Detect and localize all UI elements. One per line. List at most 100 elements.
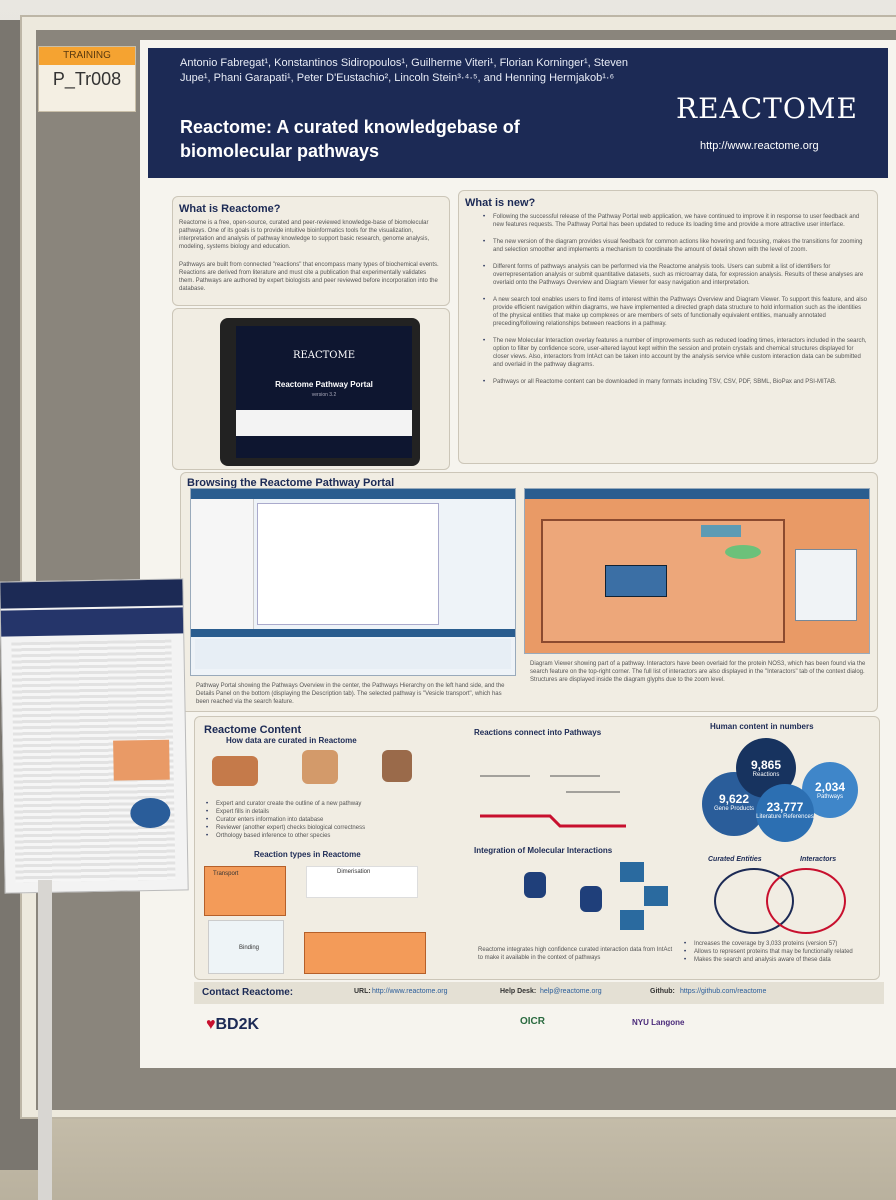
selected-complex [605,565,667,597]
tablet-version: version 3.2 [311,392,337,398]
stat-number: 9,865 [750,758,782,772]
hierarchy-panel [191,499,254,629]
small-molecule [725,545,761,559]
contact-url-link[interactable]: http://www.reactome.org [372,988,448,995]
binding-label: Binding [239,945,260,951]
stat-gene-products: 9,622 Gene Products [702,772,766,836]
stat-label: Literature References [756,814,814,820]
screenshot-toolbar [191,489,515,499]
poster-header [148,48,888,178]
stat-number: 2,034 [814,780,846,794]
whats-new-section: What is new? Following the successful re… [458,190,878,464]
contact-github-label: Github: [650,988,675,995]
search-icon [620,862,644,882]
dimerisation-diagram: Dimerisation [306,866,418,898]
database-icon [524,872,546,898]
what-is-paragraph-2: Pathways are built from connected "react… [179,262,439,292]
tablet-logo: REACTOME [292,350,356,361]
contact-bar: Contact Reactome: URL: http://www.reacto… [194,982,884,1004]
contact-label: Contact Reactome: [202,987,294,998]
contact-help-label: Help Desk: [500,988,537,995]
overview-panel [257,503,439,625]
tag-category: TRAINING [39,47,135,65]
stat-label: Pathways [816,794,843,800]
curation-step: Expert fills in details [206,808,426,816]
venn-bullet: Increases the coverage by 3,033 proteins… [684,940,874,948]
details-tabs [191,629,515,637]
reviewer-illustration [382,750,412,782]
expert-illustration [212,756,258,786]
dimerisation-label: Dimerisation [337,869,371,875]
diagram-caption: Diagram Viewer showing part of a pathway… [530,661,866,683]
heart-icon: ♥ [206,1016,216,1033]
database-icon [580,886,602,912]
poster-id-tag: TRAINING P_Tr008 [38,46,136,112]
integration-caption: Reactome integrates high confidence cura… [478,947,673,961]
how-curated-title: How data are curated in Reactome [226,736,357,745]
contact-github-link[interactable]: https://github.com/reactome [680,988,767,995]
author-list: Antonio Fabregat¹, Konstantinos Sidiropo… [180,57,628,84]
stat-label: Gene Products [713,806,755,812]
protein-node [701,525,741,537]
venn-bullet: Makes the search and analysis aware of t… [684,956,874,964]
interactors-dialog [795,549,857,621]
venn-bullet: Allows to represent proteins that may be… [684,948,874,956]
browsing-title: Browsing the Reactome Pathway Portal [187,477,395,489]
tablet-screen [236,326,412,458]
chart-icon [644,886,668,906]
diagram-toolbar [525,489,869,499]
venn-bullets: Increases the coverage by 3,033 proteins… [684,940,874,964]
details-panel [195,639,511,669]
poster-title: Reactome: A curated knowledgebase of bio… [180,117,520,161]
human-content-title: Human content in numbers [710,722,814,731]
diagram-screenshot [524,488,870,654]
curation-step: Reviewer (another expert) checks biologi… [206,824,426,832]
venn-circle-interactors [766,868,846,934]
what-is-section: What is Reactome? Reactome is a free, op… [172,196,450,306]
curation-step: Orthology based inference to other speci… [206,832,426,840]
pathway-arrow [480,814,626,828]
venn-label-curated: Curated Entities [708,856,762,863]
complex-reaction-diagram [304,932,426,974]
tag-id: P_Tr008 [52,69,122,89]
content-title: Reactome Content [204,724,302,736]
curation-step: Expert and curator create the outline of… [206,800,426,808]
reactions-diagram [480,775,626,828]
contact-url-label: URL: [354,988,371,995]
bd2k-logo: ♥BD2K [206,1016,259,1034]
whats-new-title: What is new? [465,197,536,209]
stat-label: Reactions [752,772,780,778]
handout-header-2 [0,607,184,637]
handout-header [0,579,183,609]
whats-new-list: Following the successful release of the … [483,213,867,386]
reactome-logo: REACTOME [676,92,858,125]
stats-bubbles: 9,622 Gene Products 9,865 Reactions 2,03… [700,738,870,842]
whats-new-bullet: Different forms of pathways analysis can… [483,263,867,287]
stat-number: 9,622 [718,792,750,806]
venn-label-interactors: Interactors [800,856,837,863]
what-is-title: What is Reactome? [179,203,281,215]
whats-new-bullet: The new version of the diagram provides … [483,238,867,254]
transport-diagram: Transport [204,866,286,916]
portal-screenshot [190,488,516,676]
network-icon [620,910,644,930]
oicr-logo: OICR [520,1016,545,1027]
whats-new-bullet: A new search tool enables users to find … [483,296,867,328]
stat-references: 23,777 Literature References [756,784,814,842]
whats-new-bullet: The new Molecular Interaction overlay fe… [483,337,867,369]
sponsor-strip [236,410,412,436]
what-is-paragraph-1: Reactome is a free, open-source, curated… [179,220,430,250]
bd2k-text: BD2K [215,1016,260,1033]
portal-caption: Pathway Portal showing the Pathways Over… [196,683,505,705]
curation-step: Curator enters information into database [206,816,426,824]
stat-number: 23,777 [766,800,804,814]
nyu-logo: NYU Langone [632,1018,685,1027]
stat-reactions: 9,865 Reactions [736,738,796,798]
contact-help-link[interactable]: help@reactome.org [540,988,602,995]
binding-diagram: Binding [208,920,284,974]
transport-label: Transport [213,871,239,877]
whats-new-bullet: Pathways or all Reactome content can be … [483,378,867,386]
board-leg [38,880,52,1200]
curator-illustration [302,750,338,784]
whats-new-bullet: Following the successful release of the … [483,213,867,229]
